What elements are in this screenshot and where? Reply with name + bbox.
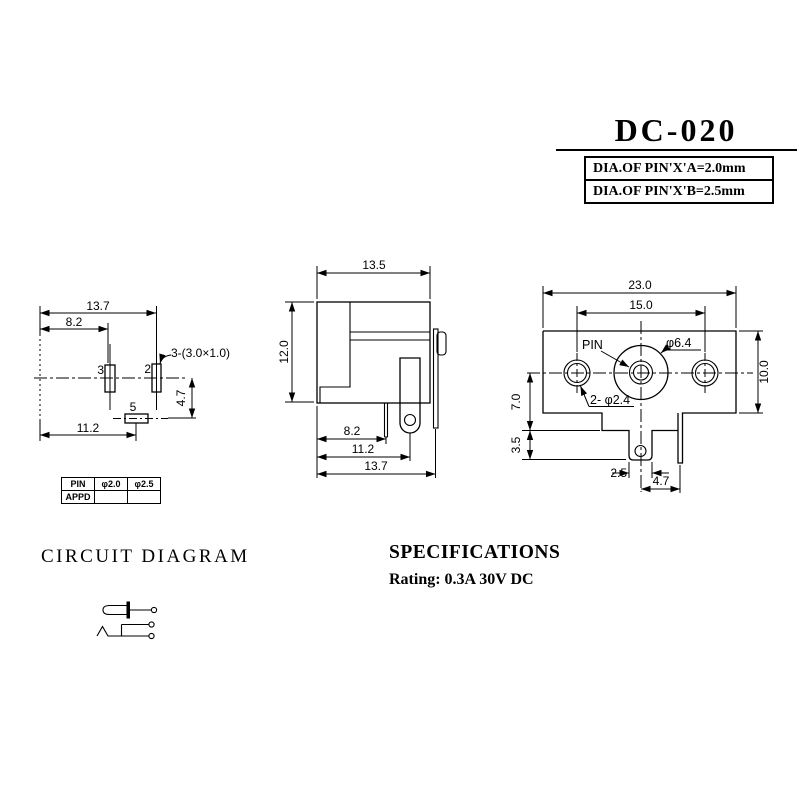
pin2-label: 2 xyxy=(144,362,151,376)
table-cell-dia-b: φ2.5 xyxy=(127,477,161,491)
dim-15-0: 15.0 xyxy=(629,298,653,312)
dim-12-0: 12.0 xyxy=(277,340,291,364)
dim-2-phi-2-4: 2- φ2.4 xyxy=(590,393,630,407)
center-pin-symbol xyxy=(102,604,128,616)
rating-text: Rating: 0.3A 30V DC xyxy=(389,571,534,588)
pin5-label: 5 xyxy=(130,400,137,414)
pin-slot-note: 3-(3.0×1.0) xyxy=(171,346,230,360)
table-cell-empty-2 xyxy=(127,490,161,504)
center-pin-side xyxy=(399,357,421,434)
mount-tab-edge xyxy=(432,328,439,429)
pin-dia-note-a: DIA.OF PIN'X'A=2.0mm xyxy=(593,161,746,176)
circuit-symbol xyxy=(96,601,158,640)
side-bump xyxy=(436,331,447,356)
drawing-number-title: DC-020 xyxy=(614,112,738,148)
dim-4-7: 4.7 xyxy=(174,389,188,406)
dim-11-2: 11.2 xyxy=(77,421,100,435)
dim-7-0: 7.0 xyxy=(509,393,523,410)
pin-callout: PIN xyxy=(582,338,603,352)
dim-8-2: 8.2 xyxy=(66,315,83,329)
pin3-label: 3 xyxy=(97,363,104,377)
dim-13-5: 13.5 xyxy=(362,258,386,272)
bottom-view: 13.7 8.2 3-(3.0×1.0) 3 2 5 4.7 11.2 xyxy=(34,299,230,441)
front-view: 23.0 15.0 PIN φ6.4 2- φ2.4 10.0 7.0 3.5 … xyxy=(509,278,771,493)
dim-8-2-side: 8.2 xyxy=(344,424,361,438)
table-cell-pin: PIN xyxy=(61,477,95,491)
table-cell-appd: APPD xyxy=(61,490,95,504)
dim-13-7: 13.7 xyxy=(86,299,110,313)
table-cell-dia-a: φ2.0 xyxy=(94,477,128,491)
pin5-terminal xyxy=(124,413,149,424)
dim-10-0: 10.0 xyxy=(757,360,771,384)
pin-diameter-note-box: DIA.OF PIN'X'A=2.0mm DIA.OF PIN'X'B=2.5m… xyxy=(584,156,774,204)
pin-hole xyxy=(403,413,417,427)
side-body-outline xyxy=(316,301,431,404)
circuit-diagram-heading: CIRCUIT DIAGRAM xyxy=(41,546,250,567)
pin-contact-bar xyxy=(126,601,130,619)
dim-13-7-side: 13.7 xyxy=(364,459,388,473)
pin3-terminal xyxy=(104,364,116,393)
dim-phi-6-4: φ6.4 xyxy=(666,336,692,350)
pin-diameter-table: PIN φ2.0 φ2.5 APPD xyxy=(61,477,161,504)
dim-4-7-front: 4.7 xyxy=(653,474,670,488)
dim-23-0: 23.0 xyxy=(628,278,652,292)
dim-11-2-side: 11.2 xyxy=(352,442,375,456)
pin2-terminal xyxy=(151,363,162,393)
specifications-heading: SPECIFICATIONS xyxy=(389,542,561,563)
table-cell-empty-1 xyxy=(94,490,128,504)
pin-dia-note-b: DIA.OF PIN'X'B=2.5mm xyxy=(586,179,772,202)
dim-3-5: 3.5 xyxy=(509,436,523,453)
terminal-2 xyxy=(148,621,155,628)
switch-contact-symbol xyxy=(96,623,149,637)
title-underline xyxy=(556,149,797,151)
dim-2-5: 2.5 xyxy=(610,466,627,480)
terminal-1 xyxy=(150,606,158,614)
terminal-3 xyxy=(148,632,155,640)
table-row: APPD xyxy=(61,490,161,504)
side-view: 13.5 12.0 8.2 11.2 13.7 xyxy=(277,258,447,478)
front-body-outline xyxy=(542,330,737,464)
table-row: PIN φ2.0 φ2.5 xyxy=(61,477,161,491)
